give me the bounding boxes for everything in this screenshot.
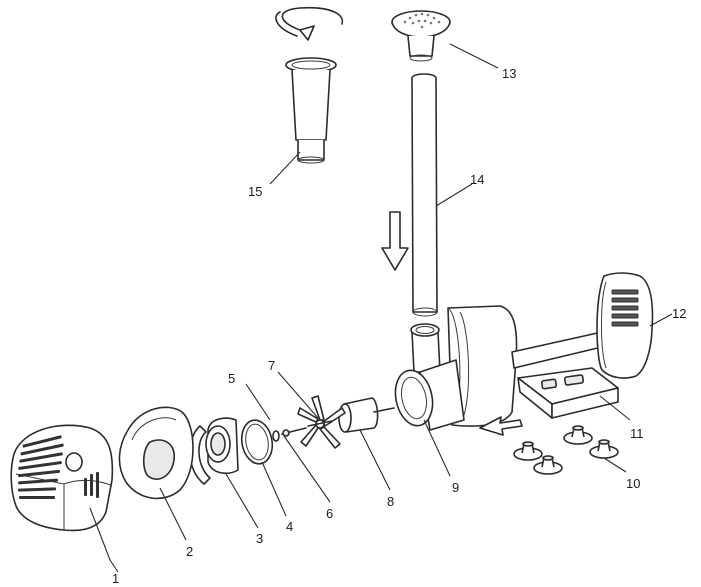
callout-10: 10: [626, 476, 640, 491]
callout-4: 4: [286, 519, 293, 534]
callout-3: 3: [256, 531, 263, 546]
part-13-fountain-head: [391, 10, 451, 62]
callout-1: 1: [112, 571, 119, 586]
part-7-impeller: [297, 395, 346, 449]
part-8-rotor: [338, 397, 395, 433]
pump-motor-housing: [410, 305, 518, 431]
callout-2: 2: [186, 544, 193, 559]
callout-11: 11: [630, 426, 644, 441]
callout-14: 14: [470, 172, 484, 187]
flow-arrow-down-icon: [381, 211, 409, 271]
part-4-o-ring: [240, 419, 274, 465]
part-6-shaft: [281, 427, 307, 437]
callout-labels: 1 2 3 4 5 6 7 8 9 10 11 12 13 14 15: [112, 66, 686, 586]
callout-5: 5: [228, 371, 235, 386]
callout-7: 7: [268, 358, 275, 373]
part-10-suction-cups: [513, 425, 619, 475]
part-9-seal-ring: [394, 369, 434, 427]
callout-15: 15: [248, 184, 262, 199]
leader-lines: [89, 43, 673, 573]
part-2-prefilter: [118, 406, 194, 500]
part-5-washer: [272, 430, 280, 442]
part-11-base-plate: [517, 367, 619, 419]
part-1-front-cover: [10, 424, 114, 532]
part-14-extension-tube: [411, 73, 438, 317]
part-12-bracket: [511, 272, 654, 379]
part-15-adapter: [275, 6, 344, 164]
part-3-impeller-cover: [189, 417, 239, 485]
callout-9: 9: [452, 480, 459, 495]
flow-arrow-left-icon: [479, 416, 523, 436]
callout-13: 13: [502, 66, 516, 81]
callout-12: 12: [672, 306, 686, 321]
callout-6: 6: [326, 506, 333, 521]
callout-8: 8: [387, 494, 394, 509]
